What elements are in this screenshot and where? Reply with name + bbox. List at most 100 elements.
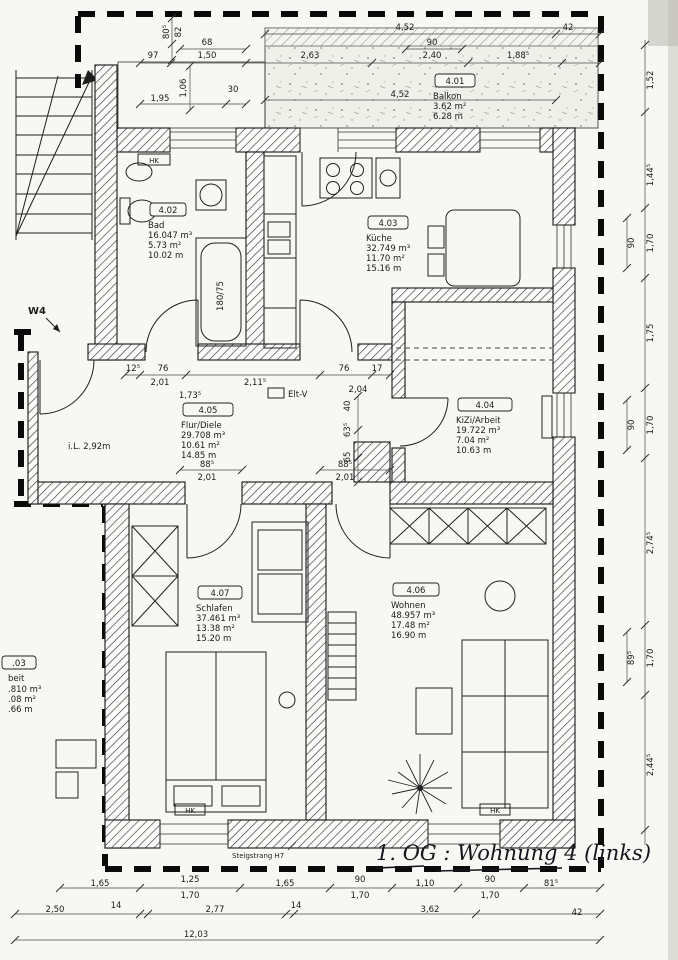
room-label-kizi: 4.04 KiZi/Arbeit 19.722 m³ 7.04 m² 10.63…	[456, 397, 513, 456]
dim-label: 90	[355, 875, 366, 885]
dim-label: 80⁵	[162, 25, 172, 39]
dim-label: 63⁵	[343, 423, 353, 437]
radiator-label: HK	[185, 807, 195, 815]
door-schlafen	[186, 503, 242, 559]
elt-label: Elt-V	[288, 390, 308, 400]
room-area: 3.62 m²	[433, 102, 466, 112]
chair-1	[427, 225, 445, 249]
toilet-tank	[119, 197, 131, 225]
room-area: 11.70 m²	[366, 254, 405, 264]
kitchen-table	[445, 209, 521, 287]
dim-label: 1,70	[646, 234, 656, 253]
overhead-dashed	[396, 347, 552, 361]
dim-label: 1,70	[351, 891, 370, 901]
dim-label: 1,52	[646, 71, 656, 90]
room-label-balkon: 4.01 Balkon 3.62 m² 6.28 m	[433, 73, 476, 122]
room-name: KiZi/Arbeit	[456, 416, 501, 426]
dim-label: 2,01	[198, 473, 217, 483]
dim-label: 1,88⁵	[507, 51, 529, 61]
couch	[251, 521, 309, 623]
room-name: Küche	[366, 234, 392, 244]
dim-label: 14	[111, 901, 122, 911]
scan-edge	[668, 0, 678, 960]
door-wohnen	[335, 503, 391, 559]
room-area: 17.48 m²	[391, 621, 430, 631]
dim-label: 76	[158, 364, 169, 374]
room-volume: 32.749 m³	[366, 244, 410, 254]
inner-width-label: i.L. 2,92m	[68, 442, 110, 452]
stove	[319, 157, 373, 199]
room-perimeter: 6.28 m	[433, 112, 463, 122]
room-perimeter: 10.02 m	[148, 251, 183, 261]
bathtub-outer	[195, 237, 247, 347]
room-id: 4.03	[379, 219, 398, 229]
room-area: 13.38 m²	[196, 624, 235, 634]
dim-label: 2,40	[423, 51, 442, 61]
room-volume: .810 m³	[8, 685, 41, 695]
dim-label: 81⁵	[544, 879, 558, 889]
steigstrang-label: Steigstrang H7	[232, 852, 284, 860]
dim-label: 97	[148, 51, 159, 61]
dim-label: 3,62	[421, 905, 440, 915]
dim-label: 68	[202, 38, 213, 48]
dim-label: 12,03	[184, 930, 208, 940]
dim-label: 1,70	[646, 416, 656, 435]
room-label-kueche: 4.03 Küche 32.749 m³ 11.70 m² 15.16 m	[366, 215, 410, 274]
room-volume: 48.957 m³	[391, 611, 435, 621]
door-balcony	[301, 151, 357, 207]
plant	[387, 754, 452, 815]
dim-label: 1,70	[481, 891, 500, 901]
room-area: 5.73 m²	[148, 241, 181, 251]
shelf	[327, 611, 357, 701]
bathtub-inner	[200, 242, 242, 342]
pillow-1	[173, 785, 213, 807]
door-bath	[145, 299, 199, 353]
round-table	[484, 580, 516, 612]
door-entry	[39, 359, 95, 415]
wohnen-furniture	[327, 507, 549, 815]
room-label-neighbor: .03 beit .810 m³ .08 m² .66 m	[1, 655, 41, 715]
plan-title: 1. OG : Wohnung 4 (links)	[376, 841, 651, 865]
appliance	[375, 157, 401, 199]
dim-label: 82	[174, 27, 184, 38]
dim-label: 42	[572, 908, 583, 918]
radiator-kizi	[541, 395, 553, 439]
dim-label: 1,75	[646, 324, 656, 343]
elt-box	[267, 387, 285, 399]
dim-label: 2,01	[151, 378, 170, 388]
dim-label: 1,06	[179, 79, 189, 98]
sink-bowl-1	[267, 221, 291, 238]
w4-label: W4	[28, 306, 46, 317]
chair-2	[427, 253, 445, 277]
sink-bowl-2	[267, 239, 291, 255]
room-area: 7.04 m²	[456, 436, 489, 446]
radiators: HK HK HK	[137, 153, 511, 816]
kitchen-fixtures	[263, 155, 521, 349]
room-perimeter: .66 m	[8, 705, 33, 715]
scan-corner-smudge	[648, 0, 678, 46]
room-perimeter: 15.20 m	[196, 634, 231, 644]
dim-label: 1,10	[416, 879, 435, 889]
dim-label: 1,70	[646, 649, 656, 668]
room-id: 4.02	[159, 206, 178, 216]
balcony	[264, 27, 599, 129]
room-name: Balkon	[433, 92, 462, 102]
dim-label: 88⁵	[200, 460, 214, 470]
dim-labels-top: 80⁵ 82 97 68 1,50 2,63 4,52 90 2,40 1,88…	[148, 23, 574, 104]
room-volume: 29.708 m³	[181, 431, 225, 441]
dim-label: 1,44⁵	[646, 164, 656, 186]
dim-label: 2,74⁵	[646, 532, 656, 554]
pillow-2	[221, 785, 261, 807]
room-area: 10.61 m²	[181, 441, 220, 451]
dimension-lines	[10, 13, 650, 945]
room-id: 4.04	[476, 401, 495, 411]
coffee-table	[415, 687, 453, 735]
dim-label: 90	[427, 38, 438, 48]
radiator-label: HK	[149, 157, 159, 165]
room-volume: 19.722 m³	[456, 426, 500, 436]
boiler	[199, 183, 223, 207]
room-perimeter: 16.90 m	[391, 631, 426, 641]
light-well	[117, 61, 266, 129]
